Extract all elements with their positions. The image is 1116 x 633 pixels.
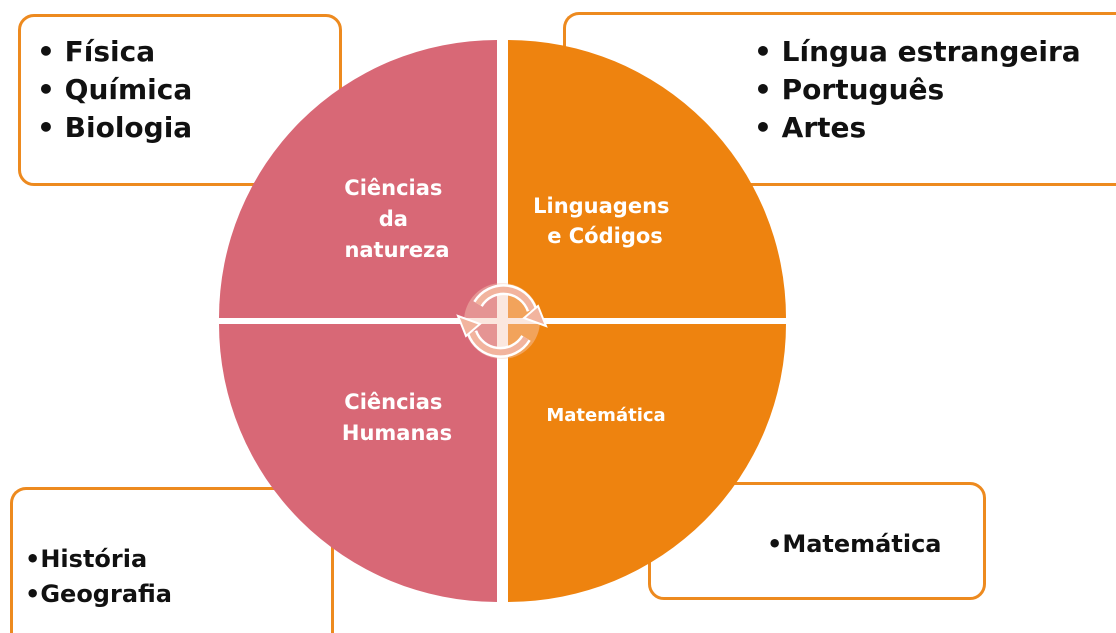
quadrant-label-linguagens: Linguagens e Códigos bbox=[533, 194, 677, 248]
callout-box-natureza: • Física • Química • Biologia bbox=[18, 14, 342, 186]
quadrant-label-natureza: Ciências da natureza bbox=[344, 176, 449, 262]
list-item: • Biologia bbox=[37, 111, 193, 144]
list-item: •História bbox=[25, 545, 148, 573]
wheel-quadrants bbox=[219, 40, 786, 602]
quadrant-linguagens bbox=[508, 40, 786, 318]
list-item: • Português bbox=[754, 73, 945, 106]
subject-list-humanas: •História •Geografia bbox=[25, 542, 172, 612]
list-item: •Matemática bbox=[767, 530, 942, 558]
quadrant-label-humanas: Ciências Humanas bbox=[342, 390, 452, 445]
list-item: • Física bbox=[37, 35, 156, 68]
subject-list-linguagens: • Língua estrangeira • Português • Artes bbox=[754, 33, 1081, 147]
quadrant-label-matematica: Matemática bbox=[546, 405, 665, 426]
quadrant-matematica bbox=[508, 324, 786, 602]
list-item: • Artes bbox=[754, 111, 867, 144]
subject-list-natureza: • Física • Química • Biologia bbox=[37, 33, 192, 147]
list-item: • Língua estrangeira bbox=[754, 35, 1081, 68]
subject-list-matematica: •Matemática bbox=[767, 527, 942, 562]
list-item: •Geografia bbox=[25, 580, 172, 608]
list-item: • Química bbox=[37, 73, 193, 106]
quadrant-natureza bbox=[219, 40, 497, 318]
callout-box-humanas: •História •Geografia bbox=[10, 487, 334, 633]
quadrant-humanas bbox=[219, 324, 497, 602]
cycle-arrows-icon bbox=[456, 283, 548, 359]
